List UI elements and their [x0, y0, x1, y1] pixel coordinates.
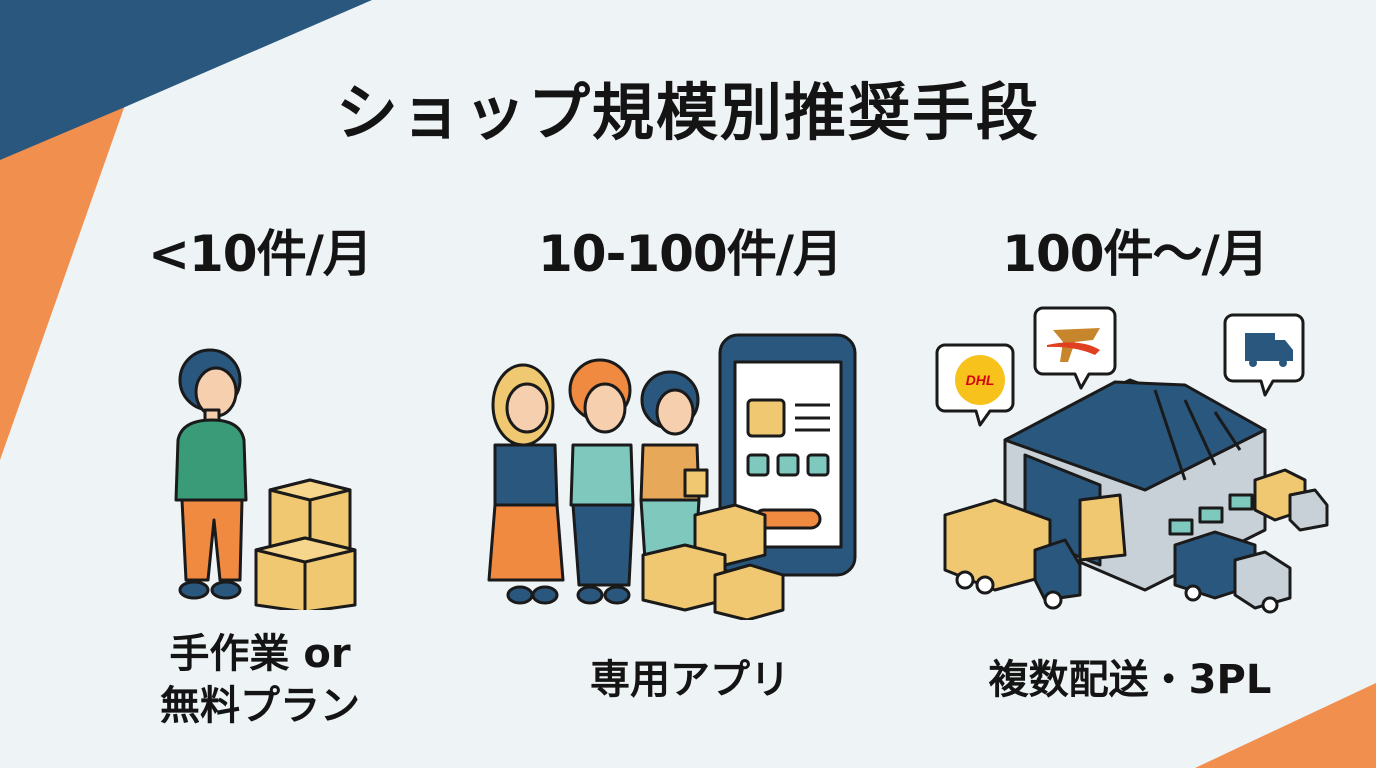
- truck-bubble: [1223, 313, 1305, 397]
- method-label-large: 複数配送・3PL: [988, 657, 1272, 703]
- fukuyama-bubble: [1033, 306, 1117, 390]
- warehouse-with-trucks-illustration: DHL: [935, 306, 1329, 614]
- volume-heading-medium: 10-100件/月: [538, 225, 843, 283]
- dhl-bubble: DHL: [935, 343, 1015, 427]
- svg-text:DHL: DHL: [966, 372, 995, 388]
- orange-bottom-right-shape: [1195, 683, 1376, 768]
- method-label-small-line2: 無料プラン: [160, 683, 360, 729]
- person-with-boxes-illustration: [174, 348, 357, 610]
- method-label-small: 手作業 or 無料プラン: [120, 628, 400, 732]
- volume-heading-small: <10件/月: [148, 225, 373, 283]
- page-title: ショップ規模別推奨手段: [335, 76, 1040, 149]
- method-label-small-line1: 手作業 or: [169, 631, 351, 677]
- volume-heading-large: 100件〜/月: [1002, 225, 1269, 283]
- method-label-medium: 専用アプリ: [590, 657, 790, 703]
- group-with-smartphone-illustration: [487, 333, 857, 620]
- navy-corner-shape: [0, 0, 372, 160]
